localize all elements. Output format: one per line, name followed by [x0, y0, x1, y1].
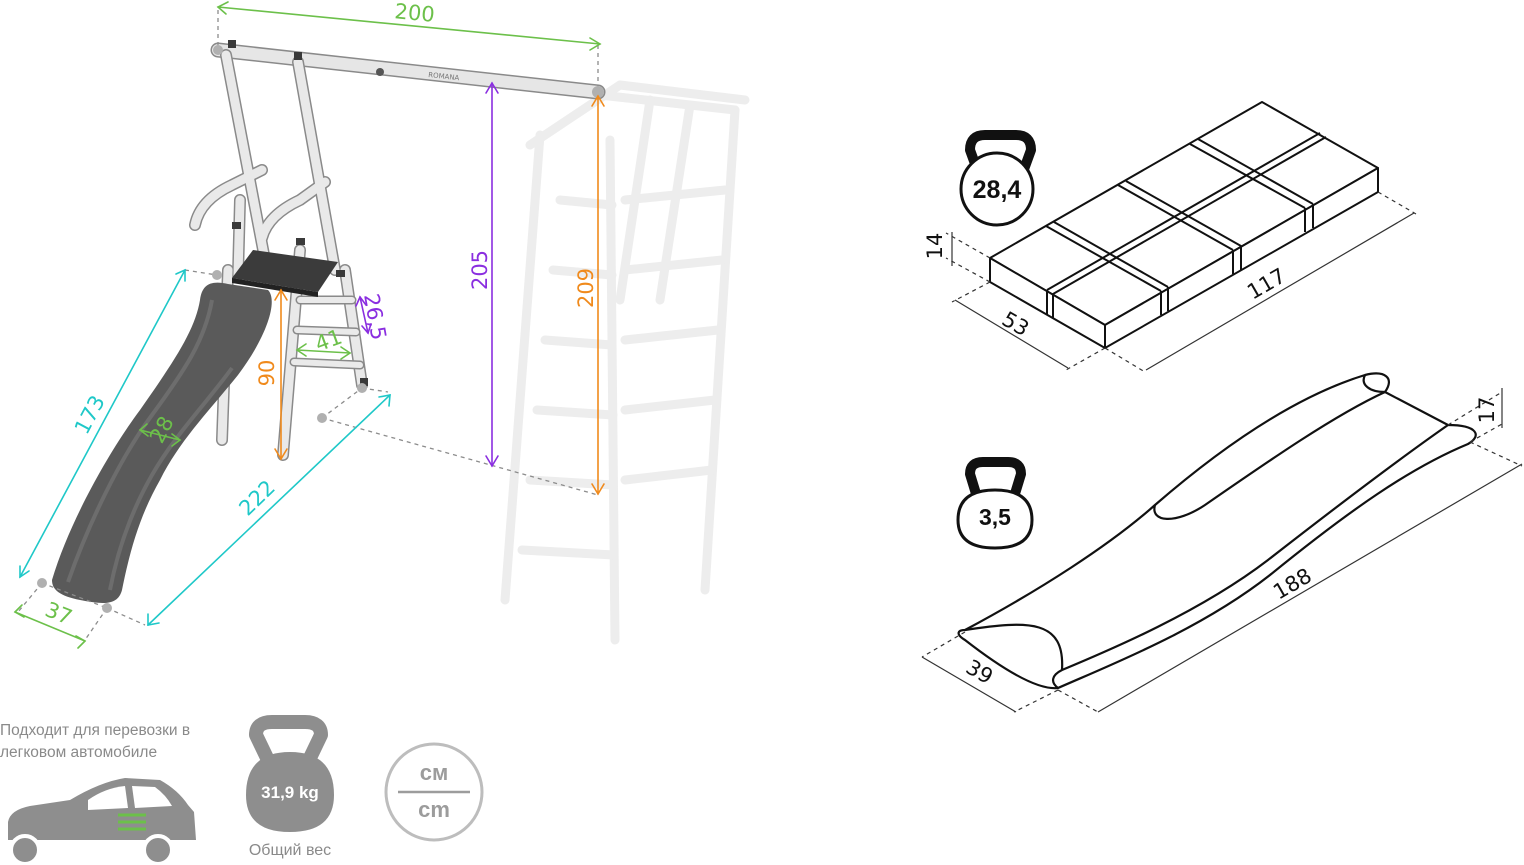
units-icon: см cm	[384, 742, 484, 842]
label-step-height: 26,5	[359, 292, 391, 342]
slide-package	[957, 372, 1477, 690]
total-weight-icon: 31,9 kg	[246, 715, 334, 832]
label-beam-width: 200	[394, 0, 436, 27]
unit-en: cm	[418, 797, 450, 822]
dim-step-width	[295, 343, 352, 360]
dim-slide-bottom-width	[13, 604, 87, 649]
dim-slide-width	[138, 423, 182, 447]
label-box-length: 117	[1243, 264, 1290, 305]
anchor-dots	[37, 45, 604, 613]
label-total-height: 209	[574, 268, 598, 308]
label-base-length: 222	[234, 475, 280, 520]
label-swing-height: 205	[468, 250, 492, 290]
box-weight-icon: 28,4	[959, 130, 1036, 227]
box-weight-value: 28,4	[973, 176, 1022, 204]
brand-label: ROMANA	[428, 71, 460, 82]
label-slide-length: 173	[70, 391, 110, 438]
total-weight-label: Общий вес	[248, 842, 332, 859]
package-box	[989, 101, 1379, 349]
dim-beam-width	[216, 1, 602, 51]
dim-base-length	[147, 394, 391, 626]
dim-swing-height	[485, 81, 499, 468]
car-transport-text: Подходит для перевозки в легковом автомо…	[0, 722, 191, 761]
label-platform-height: 90	[255, 360, 279, 387]
package-box-guides	[945, 191, 1417, 373]
main-guides	[17, 10, 599, 641]
dim-platform-height	[274, 288, 288, 461]
dim-step-height	[355, 295, 372, 335]
total-weight-value: 31,9 kg	[261, 783, 319, 802]
dim-total-height	[591, 94, 605, 496]
label-slide-pkg-height: 17	[1475, 397, 1499, 424]
dim-slide-length	[19, 268, 186, 579]
slide-weight-icon: 3,5	[956, 457, 1034, 550]
slide-weight-value: 3,5	[979, 504, 1011, 530]
label-box-height: 14	[923, 233, 947, 260]
slide-package-guides	[921, 388, 1523, 713]
swing-frame: ROMANA	[189, 40, 606, 461]
car-icon	[8, 778, 196, 865]
ghost-climbing-frame	[500, 80, 750, 645]
label-box-width: 53	[998, 307, 1033, 341]
unit-ru: см	[420, 760, 449, 785]
slide	[52, 282, 272, 603]
